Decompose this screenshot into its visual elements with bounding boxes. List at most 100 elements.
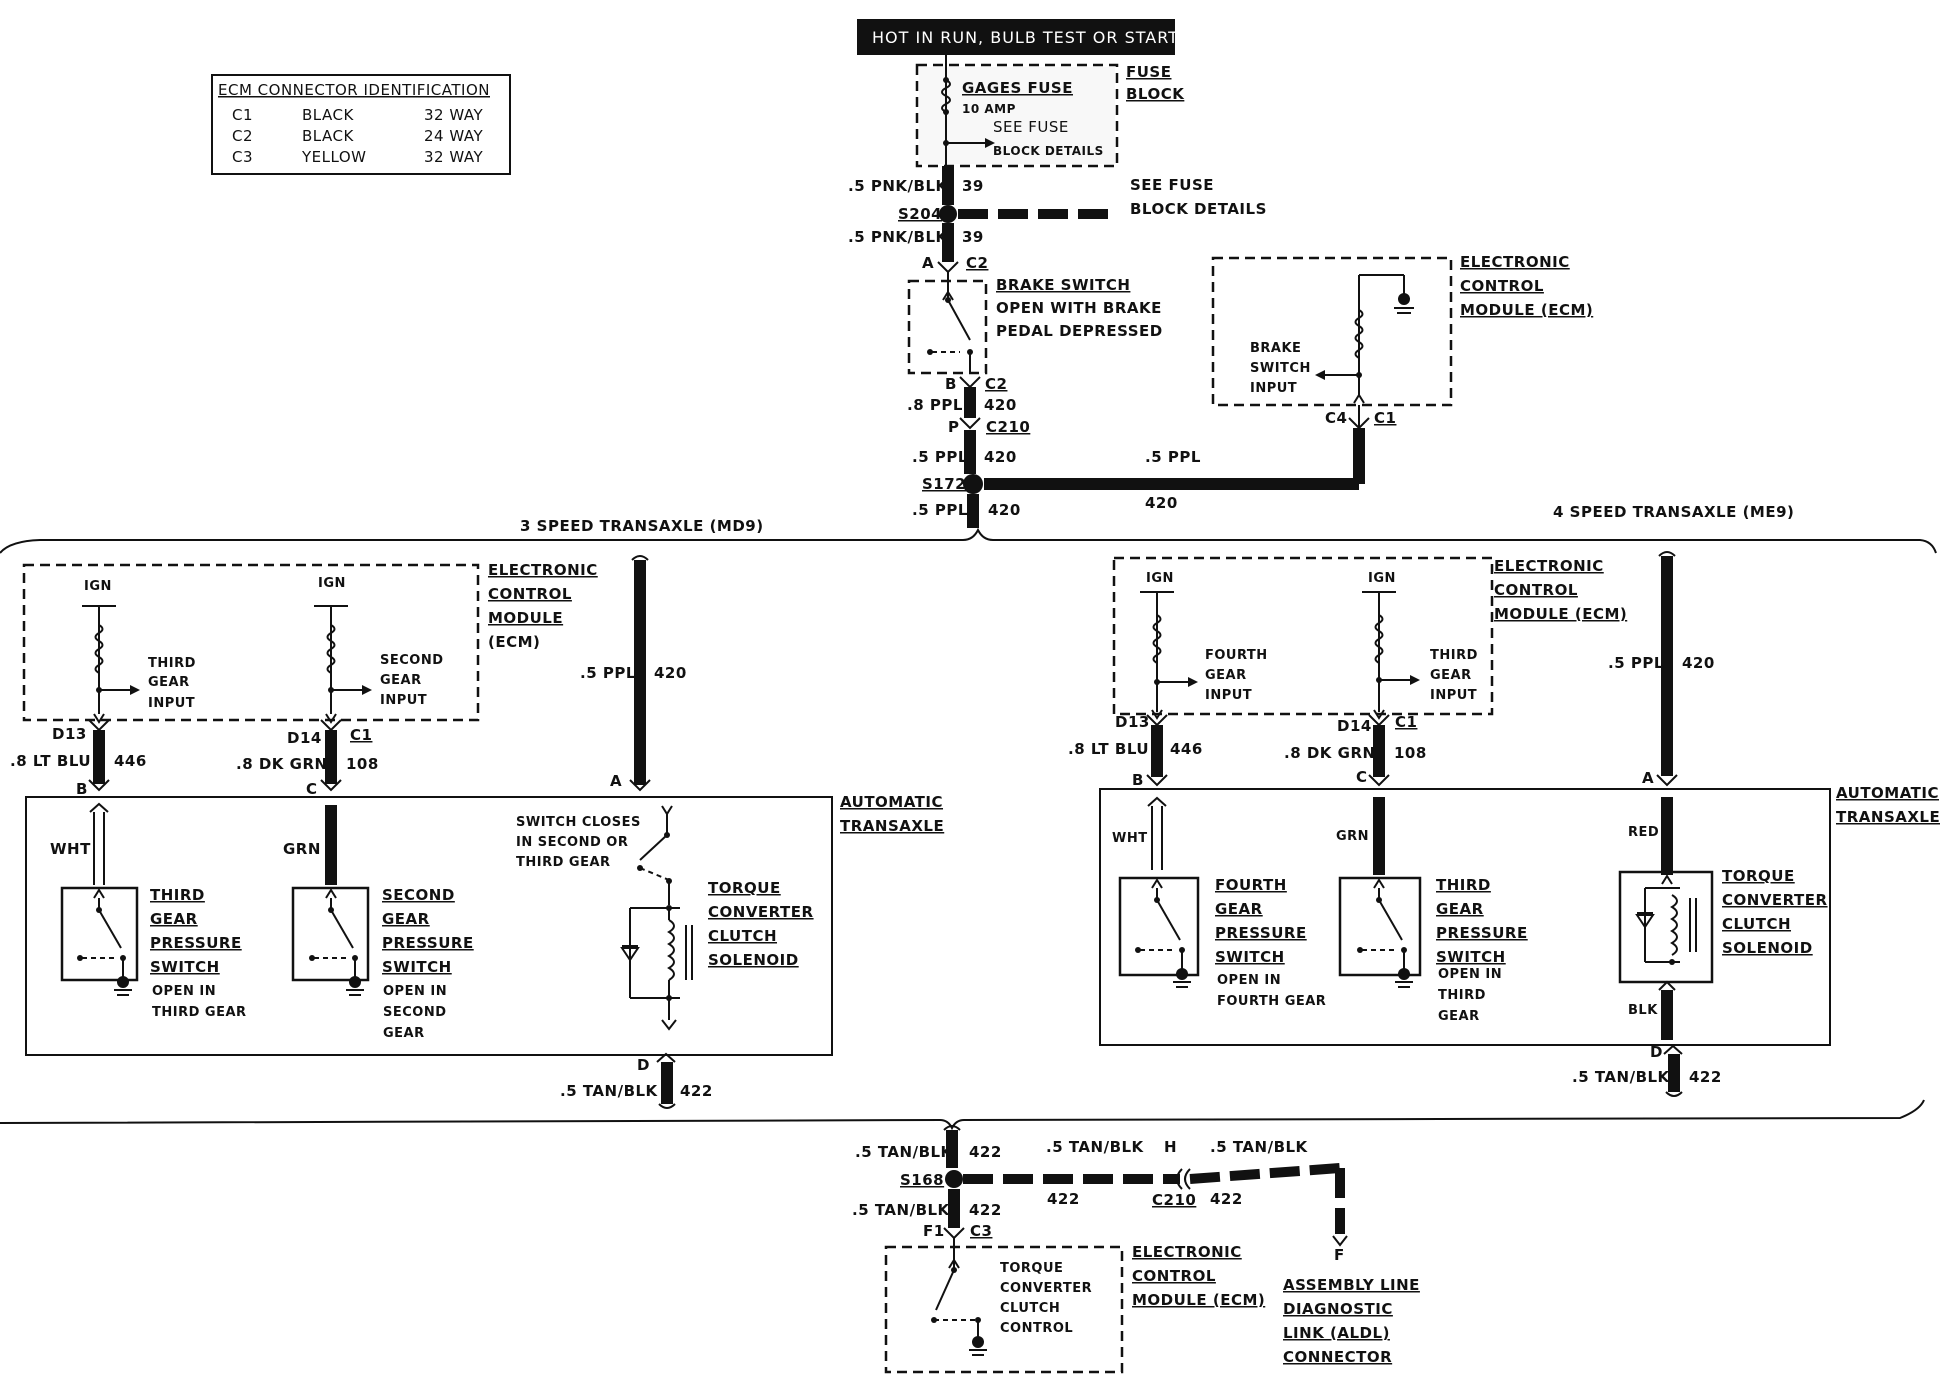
svg-text:SOLENOID: SOLENOID — [1722, 939, 1813, 957]
svg-text:.5 TAN/BLK: .5 TAN/BLK — [1572, 1068, 1671, 1086]
svg-text:YELLOW: YELLOW — [301, 148, 366, 166]
fuse-amp-label: 10 AMP — [962, 102, 1016, 116]
arrow-icon — [1410, 675, 1420, 685]
svg-text:AUTOMATIC: AUTOMATIC — [1836, 784, 1939, 802]
ground-icon — [972, 1336, 984, 1348]
svg-text:D14: D14 — [287, 729, 322, 747]
svg-text:C2: C2 — [985, 375, 1007, 393]
fuse-block-label: FUSE — [1126, 63, 1171, 81]
aldl-label: ASSEMBLY LINE — [1283, 1276, 1420, 1294]
svg-text:108: 108 — [1394, 744, 1427, 762]
svg-text:SWITCH: SWITCH — [1215, 948, 1285, 966]
coil-icon — [1670, 894, 1678, 956]
svg-text:D: D — [1650, 1043, 1663, 1061]
gages-fuse-label: GAGES FUSE — [962, 79, 1073, 97]
right-transaxle-section: IGN FOURTH GEAR INPUT IGN THIRD GEAR INP… — [1068, 551, 1940, 1097]
svg-text:.5 TAN/BLK: .5 TAN/BLK — [1210, 1138, 1309, 1156]
svg-text:A: A — [610, 772, 622, 790]
svg-text:GEAR: GEAR — [383, 1026, 425, 1041]
svg-text:RED: RED — [1628, 825, 1659, 840]
svg-text:CONVERTER: CONVERTER — [1722, 891, 1828, 909]
svg-text:D13: D13 — [1115, 713, 1150, 731]
svg-text:.5 PPL: .5 PPL — [1608, 654, 1664, 672]
svg-text:IGN: IGN — [1368, 571, 1396, 586]
see-fuse-label: SEE FUSE — [993, 118, 1069, 136]
svg-text:32 WAY: 32 WAY — [424, 106, 483, 124]
svg-text:WHT: WHT — [50, 840, 91, 858]
svg-text:FOURTH GEAR: FOURTH GEAR — [1217, 994, 1326, 1009]
svg-text:F: F — [1334, 1246, 1345, 1264]
svg-text:THIRD: THIRD — [150, 886, 205, 904]
svg-text:THIRD: THIRD — [1436, 876, 1491, 894]
svg-text:OPEN WITH BRAKE: OPEN WITH BRAKE — [996, 299, 1162, 317]
svg-text:CONTROL: CONTROL — [1000, 1321, 1073, 1336]
svg-text:TRANSAXLE: TRANSAXLE — [840, 817, 944, 835]
ground-icon — [1398, 968, 1410, 980]
svg-text:INPUT: INPUT — [1430, 688, 1477, 703]
svg-text:SWITCH: SWITCH — [150, 958, 220, 976]
svg-text:C: C — [1356, 768, 1368, 786]
svg-text:SWITCH: SWITCH — [382, 958, 452, 976]
svg-text:C2: C2 — [966, 254, 988, 272]
svg-text:IGN: IGN — [318, 576, 346, 591]
svg-text:FOURTH: FOURTH — [1205, 648, 1268, 663]
svg-text:ELECTRONIC: ELECTRONIC — [488, 561, 598, 579]
resistor-icon — [1354, 309, 1364, 359]
svg-text:PRESSURE: PRESSURE — [1436, 924, 1528, 942]
resistor-icon — [1374, 614, 1384, 664]
svg-text:TORQUE: TORQUE — [1722, 867, 1795, 885]
svg-text:420: 420 — [1145, 494, 1178, 512]
svg-text:ELECTRONIC: ELECTRONIC — [1132, 1243, 1242, 1261]
svg-text:AUTOMATIC: AUTOMATIC — [840, 793, 943, 811]
svg-text:32 WAY: 32 WAY — [424, 148, 483, 166]
svg-text:446: 446 — [114, 752, 147, 770]
fourth-gear-pressure-switch — [1118, 876, 1200, 977]
svg-text:BLACK: BLACK — [302, 127, 354, 145]
svg-text:.5 PNK/BLK: .5 PNK/BLK — [848, 228, 948, 246]
svg-text:422: 422 — [969, 1201, 1002, 1219]
svg-text:THIRD GEAR: THIRD GEAR — [152, 1005, 247, 1020]
second-gear-pressure-switch — [291, 886, 370, 982]
right-section-title: 4 SPEED TRANSAXLE (ME9) — [1553, 503, 1794, 521]
left-transaxle-box — [25, 796, 833, 1056]
svg-text:PRESSURE: PRESSURE — [1215, 924, 1307, 942]
svg-text:GEAR: GEAR — [1430, 668, 1472, 683]
svg-text:GRN: GRN — [283, 840, 321, 858]
svg-text:MODULE: MODULE — [488, 609, 563, 627]
svg-text:.5 PPL: .5 PPL — [1145, 448, 1201, 466]
svg-text:.5 TAN/BLK: .5 TAN/BLK — [855, 1143, 954, 1161]
right-transaxle-box — [1099, 788, 1831, 1046]
resistor-icon — [1152, 614, 1162, 664]
svg-text:A: A — [1642, 769, 1654, 787]
svg-text:BLACK: BLACK — [302, 106, 354, 124]
splice-s204 — [939, 205, 957, 223]
svg-text:INPUT: INPUT — [148, 696, 195, 711]
svg-text:446: 446 — [1170, 740, 1203, 758]
svg-text:C3: C3 — [232, 148, 253, 166]
section-divider-bottom — [0, 1099, 1925, 1131]
svg-text:D14: D14 — [1337, 717, 1372, 735]
svg-text:422: 422 — [680, 1082, 713, 1100]
svg-text:D13: D13 — [52, 725, 87, 743]
block-details-label: BLOCK DETAILS — [993, 144, 1104, 158]
brake-switch-label: BRAKE SWITCH — [996, 276, 1130, 294]
svg-text:FOURTH: FOURTH — [1215, 876, 1287, 894]
svg-text:IGN: IGN — [84, 579, 112, 594]
svg-text:SWITCH: SWITCH — [1436, 948, 1506, 966]
svg-text:SOLENOID: SOLENOID — [708, 951, 799, 969]
svg-text:39: 39 — [962, 177, 984, 195]
svg-text:S172: S172 — [922, 475, 966, 493]
svg-text:.8 LT BLU: .8 LT BLU — [1068, 740, 1149, 758]
resistor-icon — [94, 624, 104, 674]
svg-text:C210: C210 — [986, 418, 1030, 436]
arrow-icon — [1188, 677, 1198, 687]
coil-icon — [667, 919, 675, 981]
svg-text:PRESSURE: PRESSURE — [150, 934, 242, 952]
svg-text:C1: C1 — [232, 106, 253, 124]
svg-text:CONTROL: CONTROL — [1494, 581, 1578, 599]
diode-icon — [620, 945, 640, 962]
svg-text:S168: S168 — [900, 1171, 944, 1189]
left-transaxle-section: IGN THIRD GEAR INPUT IGN SECOND GEAR INP… — [10, 555, 944, 1109]
svg-text:SECOND: SECOND — [382, 886, 455, 904]
